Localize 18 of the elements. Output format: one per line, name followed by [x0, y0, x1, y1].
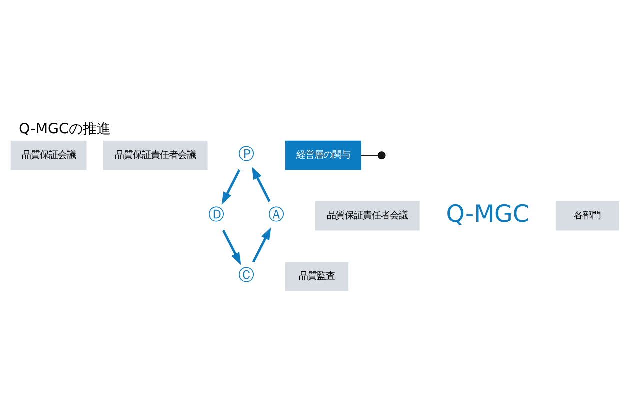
arrow [222, 168, 241, 204]
connector [360, 154, 379, 156]
node-box: 品質監査 [285, 261, 349, 291]
node-box: 品質保証責任者会議 [103, 140, 208, 170]
arrow [252, 166, 271, 202]
arrow [222, 230, 242, 265]
node-text: Ⓐ [268, 204, 285, 224]
node-circle [378, 151, 386, 160]
node-box: 品質保証責任者会議 [315, 200, 420, 230]
node-box: 経営層の関与 [285, 140, 362, 170]
node-text: Ⓓ [208, 204, 225, 224]
node-box: 各部門 [556, 200, 620, 230]
node-text: Q-MGC [446, 200, 530, 228]
node-box: 品質保証会議 [10, 140, 87, 170]
arrow [252, 226, 272, 262]
node-text: Ⓒ [238, 265, 255, 284]
diagram-title: Q-MGCの推進 [19, 121, 112, 138]
node-text: Ⓟ [238, 144, 255, 164]
